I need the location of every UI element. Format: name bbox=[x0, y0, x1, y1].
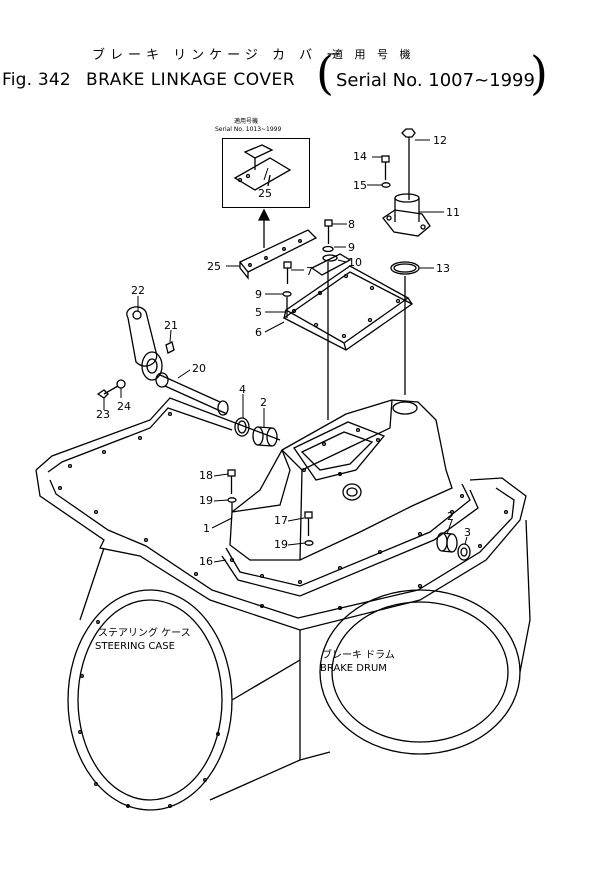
callout-3: 3 bbox=[464, 526, 471, 539]
callout-11: 11 bbox=[446, 206, 460, 219]
callout-4: 4 bbox=[239, 383, 246, 396]
callout-9-top: 9 bbox=[348, 241, 355, 254]
inset-serial-japanese: 適用号機 bbox=[234, 118, 259, 125]
serial-range: Serial No. 1007~1999 bbox=[336, 70, 535, 91]
brake-linkage-cover-1 bbox=[229, 399, 453, 561]
callout-24: 24 bbox=[117, 400, 131, 413]
callout-16: 16 bbox=[199, 555, 213, 568]
title-japanese: ブレーキ リンケージ カ バ ー bbox=[92, 48, 345, 63]
callout-7: 7 bbox=[306, 265, 313, 278]
brake-drum-label: BRAKE DRUM bbox=[320, 663, 387, 674]
callout-20: 20 bbox=[192, 362, 206, 375]
callout-25: 25 bbox=[207, 260, 221, 273]
serial-japanese: 適 用 号 機 bbox=[332, 48, 415, 61]
callout-18: 18 bbox=[199, 469, 213, 482]
steering-case-label-jp: ステアリング ケース bbox=[98, 628, 191, 639]
close-paren: ) bbox=[530, 46, 548, 100]
breather-11 bbox=[382, 193, 431, 237]
inset-box bbox=[222, 138, 310, 208]
callout-2-right: 2 bbox=[447, 510, 454, 523]
callout-9: 9 bbox=[255, 288, 262, 301]
callout-19-right: 19 bbox=[274, 538, 288, 551]
leader-lines bbox=[103, 139, 468, 563]
steering-case-label: STEERING CASE bbox=[95, 641, 175, 652]
bolt-8 bbox=[324, 219, 333, 244]
callout-17: 17 bbox=[274, 514, 288, 527]
callout-1: 1 bbox=[203, 522, 210, 535]
callout-23: 23 bbox=[96, 408, 110, 421]
open-paren: ( bbox=[316, 46, 334, 100]
lever-22 bbox=[126, 306, 163, 381]
callout-12: 12 bbox=[433, 134, 447, 147]
figure-number: Fig. 342 bbox=[2, 70, 71, 90]
bushing-2-left bbox=[252, 426, 278, 447]
callout-6: 6 bbox=[255, 326, 262, 339]
callout-22: 22 bbox=[131, 284, 145, 297]
callout-10: 10 bbox=[348, 256, 362, 269]
callout-19-left: 19 bbox=[199, 494, 213, 507]
callout-2-left: 2 bbox=[260, 396, 267, 409]
bolt-7 bbox=[283, 261, 292, 284]
inset-serial: Serial No. 1013~1999 bbox=[215, 126, 282, 133]
callout-14: 14 bbox=[353, 150, 367, 163]
steering-case bbox=[35, 397, 531, 811]
brake-drum-label-jp: ブレーキ ドラム bbox=[322, 650, 395, 661]
shaft-20 bbox=[155, 372, 229, 416]
inset-callout-25: 25 bbox=[258, 187, 272, 200]
callout-21: 21 bbox=[164, 319, 178, 332]
callout-13: 13 bbox=[436, 262, 450, 275]
callout-5: 5 bbox=[255, 306, 262, 319]
callout-15: 15 bbox=[353, 179, 367, 192]
inset-bracket-drawing bbox=[233, 144, 292, 191]
callout-8: 8 bbox=[348, 218, 355, 231]
page-title: BRAKE LINKAGE COVER bbox=[86, 70, 296, 90]
